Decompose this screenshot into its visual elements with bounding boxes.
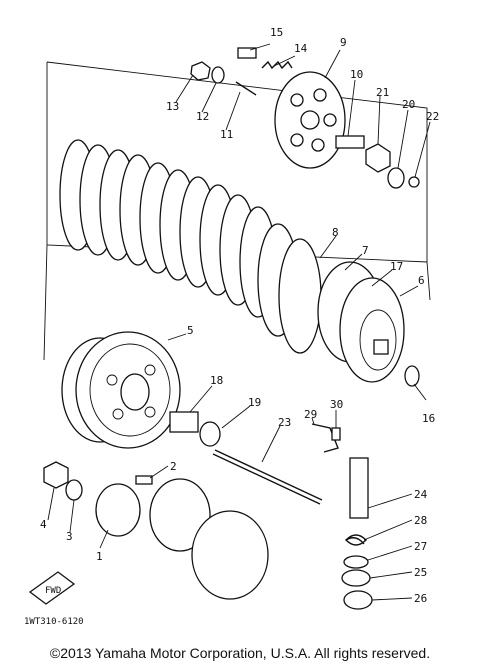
copyright-notice: ©2013 Yamaha Motor Corporation, U.S.A. A… <box>49 645 431 661</box>
callout-2: 2 <box>170 460 177 473</box>
callout-18: 18 <box>210 374 223 387</box>
callout-29: 29 <box>304 408 317 421</box>
callout-1: 1 <box>96 550 103 563</box>
fwd-arrow-icon: FWD <box>28 571 76 605</box>
callout-26: 26 <box>414 592 427 605</box>
callout-9: 9 <box>340 36 347 49</box>
callout-labels: 1 2 3 4 5 6 7 8 9 10 11 12 13 14 15 16 1… <box>40 26 439 605</box>
clutch-housing <box>61 331 181 449</box>
callout-13: 13 <box>166 100 179 113</box>
clutch-plate-stack <box>59 139 322 354</box>
callout-15: 15 <box>270 26 283 39</box>
callout-17: 17 <box>390 260 403 273</box>
callout-21: 21 <box>376 86 389 99</box>
callout-30: 30 <box>330 398 343 411</box>
callout-23: 23 <box>278 416 291 429</box>
callout-10: 10 <box>350 68 363 81</box>
callout-19: 19 <box>248 396 261 409</box>
callout-7: 7 <box>362 244 369 257</box>
callout-5: 5 <box>187 324 194 337</box>
callout-16: 16 <box>422 412 435 425</box>
fwd-label: FWD <box>45 586 61 596</box>
callout-12: 12 <box>196 110 209 123</box>
callout-27: 27 <box>414 540 427 553</box>
callout-11: 11 <box>220 128 233 141</box>
callout-3: 3 <box>66 530 73 543</box>
clutch-boss <box>317 261 405 383</box>
callout-6: 6 <box>418 274 425 287</box>
callout-20: 20 <box>402 98 415 111</box>
drawing-code: 1WT310-6120 <box>24 617 84 627</box>
callout-14: 14 <box>294 42 308 55</box>
leader-lines <box>47 43 431 601</box>
callout-8: 8 <box>332 226 339 239</box>
callout-28: 28 <box>414 514 427 527</box>
callout-25: 25 <box>414 566 427 579</box>
small-parts <box>43 47 420 610</box>
callout-4: 4 <box>40 518 47 531</box>
callout-24: 24 <box>414 488 428 501</box>
pressure-plate <box>274 71 346 169</box>
callout-22: 22 <box>426 110 439 123</box>
